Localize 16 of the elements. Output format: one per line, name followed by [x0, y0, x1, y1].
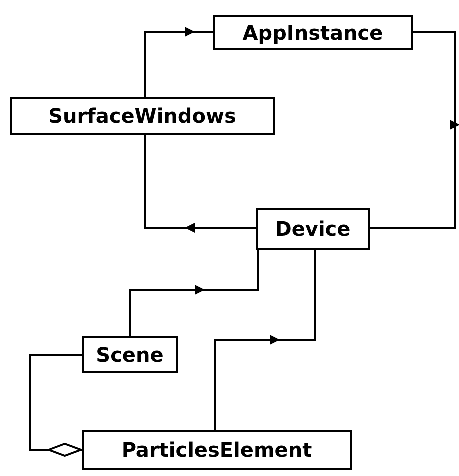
- arrow: [129, 250, 259, 336]
- class-box: [213, 15, 413, 50]
- class-name: SurfaceWindows: [48, 103, 236, 130]
- arrow: [370, 31, 459, 229]
- aggregation-connector: [29, 354, 82, 457]
- class-box: [82, 430, 352, 470]
- arrow: [144, 27, 213, 97]
- class-name: Scene: [96, 342, 164, 368]
- class-name: ParticlesElement: [122, 437, 312, 464]
- arrow: [214, 250, 316, 430]
- class-box: [82, 336, 178, 373]
- arrow: [144, 135, 256, 233]
- class-box: [256, 208, 370, 250]
- class-name: AppInstance: [242, 20, 384, 46]
- class-name: Device: [275, 216, 351, 243]
- class-box: [10, 97, 275, 135]
